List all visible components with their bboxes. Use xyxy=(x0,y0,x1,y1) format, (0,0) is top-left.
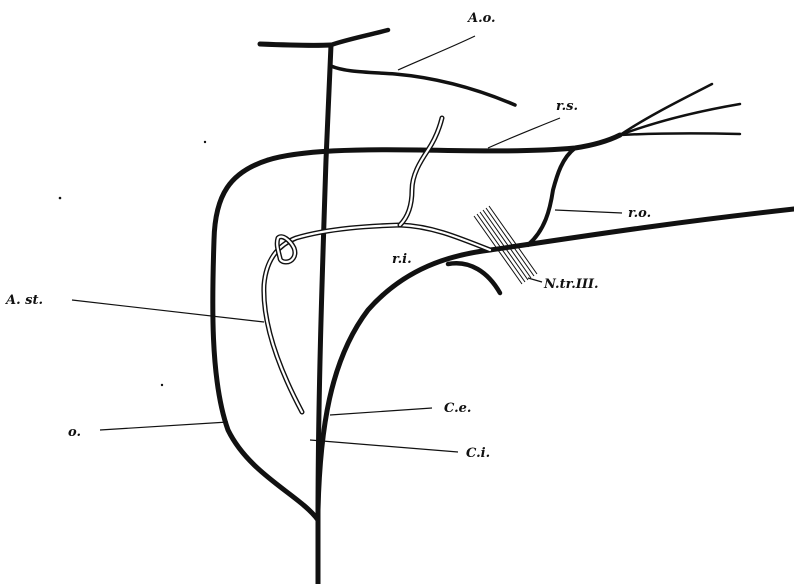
r-o-vessel xyxy=(528,148,575,245)
a-st-vessel xyxy=(264,225,490,412)
c-e-vessel xyxy=(318,209,794,510)
c-e-side-branch-vessel xyxy=(448,263,500,293)
label-o: o. xyxy=(68,425,81,440)
leader-a-st xyxy=(72,300,264,322)
top-left-branch-vessel xyxy=(260,44,331,45)
leader-o xyxy=(100,422,228,430)
label-a-o: A.o. xyxy=(466,11,496,26)
label-n-tr-iii: N.tr.III. xyxy=(543,277,599,292)
label-c-e: C.e. xyxy=(444,401,471,416)
r-s-terminal-branch-2 xyxy=(620,104,740,135)
leader-n-tr xyxy=(528,278,542,282)
r-s-terminal-branch-1 xyxy=(620,84,712,135)
r-s-terminal-branch-3 xyxy=(620,133,740,135)
o-vessel xyxy=(213,160,318,520)
leader-c-i xyxy=(310,440,458,452)
label-r-i: r.i. xyxy=(392,252,412,267)
label-r-o: r.o. xyxy=(628,206,651,221)
leader-r-s xyxy=(488,118,560,148)
label-r-s: r.s. xyxy=(556,99,578,114)
top-right-branch-vessel xyxy=(331,30,388,45)
a-o-vessel xyxy=(331,66,515,105)
leader-r-o xyxy=(555,210,622,213)
label-c-i: C.i. xyxy=(466,446,490,461)
stray-marks xyxy=(59,141,207,386)
label-a-st: A. st. xyxy=(4,293,43,308)
leader-a-o xyxy=(398,36,475,70)
r-i-vessel xyxy=(400,118,442,225)
leader-c-e xyxy=(330,408,432,415)
